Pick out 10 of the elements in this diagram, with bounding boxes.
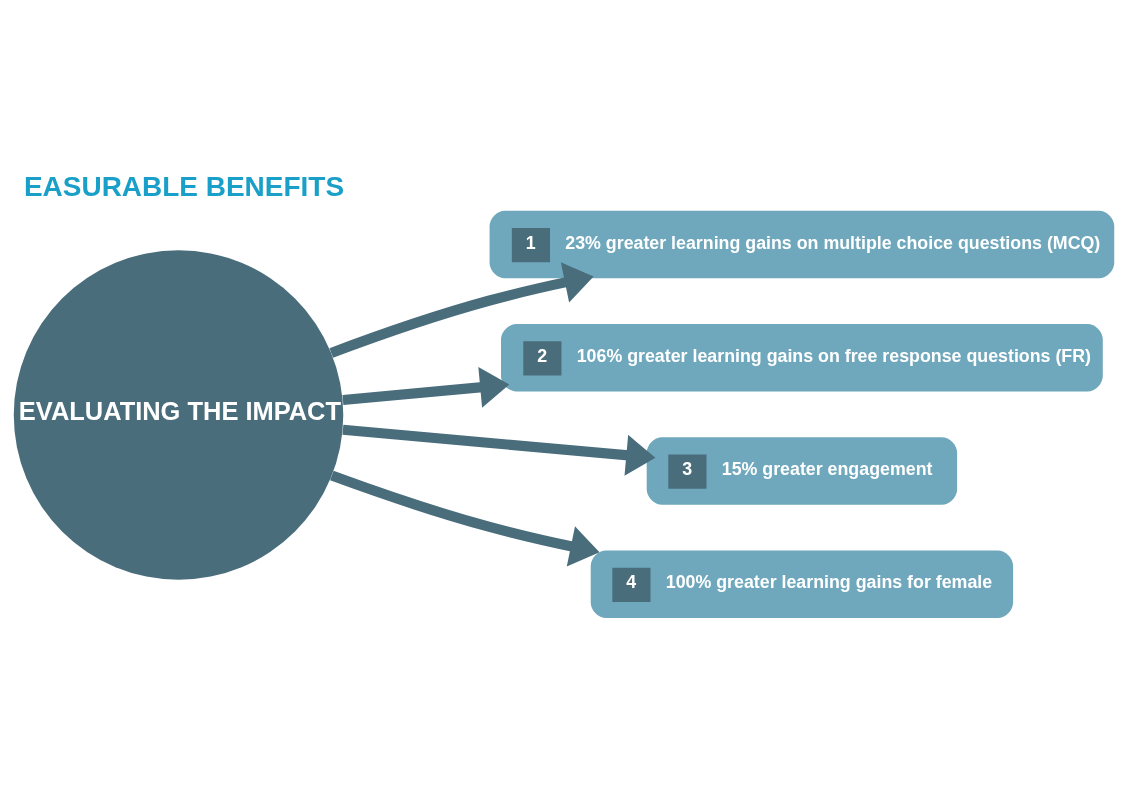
node-circle: EVALUATING THE IMPACT [13,249,344,580]
node-box: 1 23% greater learning gains on multiple choice questions (MCQ) [489,210,1115,278]
node-box: 4 100% greater learning gains for female [590,550,1014,618]
arrow [342,366,510,408]
arrow [330,470,600,566]
node-box: 3 15% greater engagement [646,436,958,505]
arrow [329,261,594,358]
arrow [342,424,656,476]
diagram-title: EASURABLE BENEFITS [23,170,345,202]
node-box: 2 106% greater learning gains on free response questions (FR) [501,323,1103,391]
